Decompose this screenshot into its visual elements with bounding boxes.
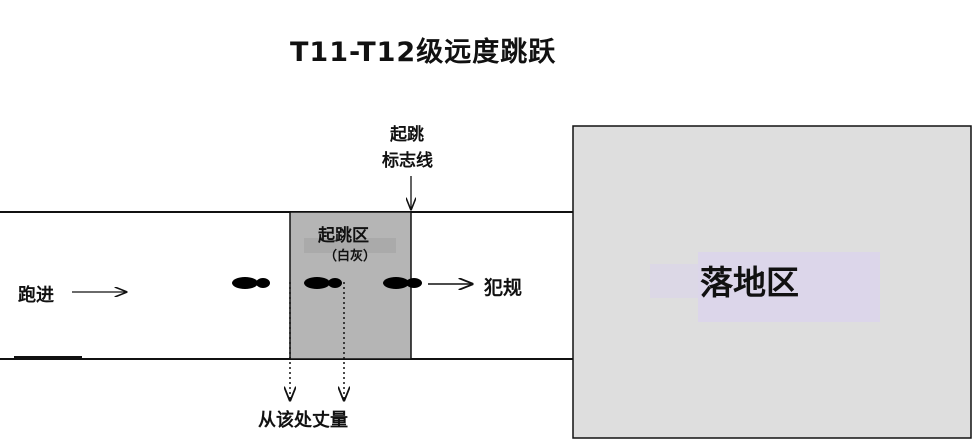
takeoff-zone-label-blur (304, 238, 396, 253)
landing-area-label: 落地区 (700, 263, 799, 302)
footprint-icon (383, 277, 422, 289)
takeoff-zone-label: 起跳区 (318, 226, 369, 246)
footprint-icon (232, 277, 270, 289)
landing-label-highlight-tab (650, 264, 700, 298)
measure-from-label: 从该处丈量 (258, 410, 348, 431)
foul-label: 犯规 (484, 277, 523, 299)
takeoff-marker-label-line1: 起跳 (390, 125, 424, 145)
landing-label-highlight (698, 252, 880, 322)
footprint-icon (304, 277, 342, 289)
diagram-title: T11-T12级远度跳跃 (290, 37, 557, 68)
run-up-label: 跑进 (18, 285, 54, 306)
takeoff-marker-label-line2: 标志线 (382, 151, 433, 171)
takeoff-marker-label: 起跳 标志线 (382, 122, 433, 174)
takeoff-zone-sublabel: （白灰） (324, 249, 377, 264)
